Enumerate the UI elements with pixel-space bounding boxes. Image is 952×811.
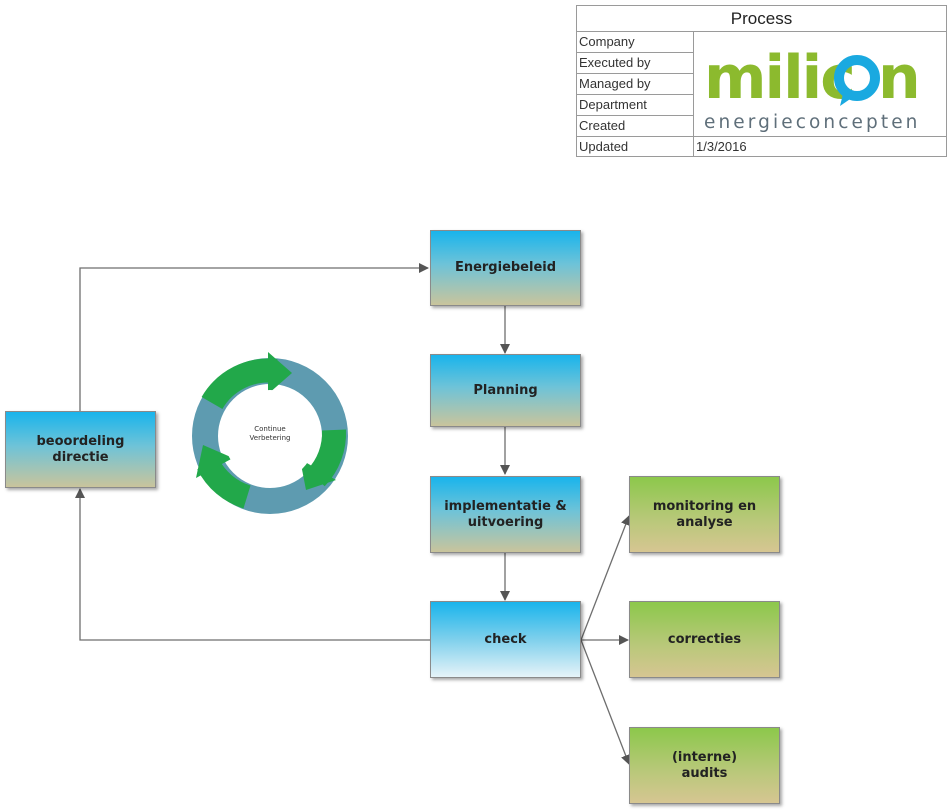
row-label-updated: Updated (577, 136, 946, 157)
arrow-check-monitoring (580, 515, 631, 641)
row-label-company: Company (577, 32, 693, 53)
row-label-department: Department (577, 95, 693, 116)
cycle-label: Continue Verbetering (230, 425, 310, 443)
company-logo: milic n energieconcepten (694, 32, 946, 136)
logo-tagline: energieconcepten (704, 112, 921, 133)
updated-value: 1/3/2016 (696, 139, 747, 154)
cycle-label-line2: Verbetering (249, 434, 291, 442)
node-implementatie[interactable]: implementatie & uitvoering (430, 476, 581, 553)
node-check[interactable]: check (430, 601, 581, 678)
logo-speech-bubble-icon (834, 55, 880, 106)
node-correcties[interactable]: correcties (629, 601, 780, 678)
node-correcties-label: correcties (667, 631, 742, 647)
arrow-check-audits (580, 639, 631, 765)
node-beoordeling-label: beoordeling directie (36, 433, 125, 465)
table-divider (693, 32, 694, 157)
node-planning-label: Planning (473, 382, 538, 398)
node-audits[interactable]: (interne) audits (629, 727, 780, 804)
process-title: Process (577, 6, 946, 32)
logo-wordmark-left: milic (704, 43, 854, 113)
node-implementatie-label: implementatie & uitvoering (444, 498, 567, 530)
node-monitoring-label: monitoring en analyse (652, 498, 757, 530)
node-monitoring[interactable]: monitoring en analyse (629, 476, 780, 553)
arrow-beoordeling-energiebeleid (79, 263, 429, 411)
node-beoordeling[interactable]: beoordeling directie (5, 411, 156, 488)
continuous-improvement-cycle-icon (192, 352, 348, 514)
process-info-table: Process Company Executed by Managed by D… (576, 5, 947, 157)
node-energiebeleid[interactable]: Energiebeleid (430, 230, 581, 306)
node-planning[interactable]: Planning (430, 354, 581, 427)
cycle-label-line1: Continue (254, 425, 286, 433)
node-audits-label: (interne) audits (671, 749, 738, 781)
row-label-executed-by: Executed by (577, 53, 693, 74)
row-label-managed-by: Managed by (577, 74, 693, 95)
logo-wordmark-right: n (878, 43, 919, 113)
node-check-label: check (484, 631, 527, 647)
arrow-check-beoordeling (75, 488, 430, 641)
node-energiebeleid-label: Energiebeleid (454, 260, 557, 275)
